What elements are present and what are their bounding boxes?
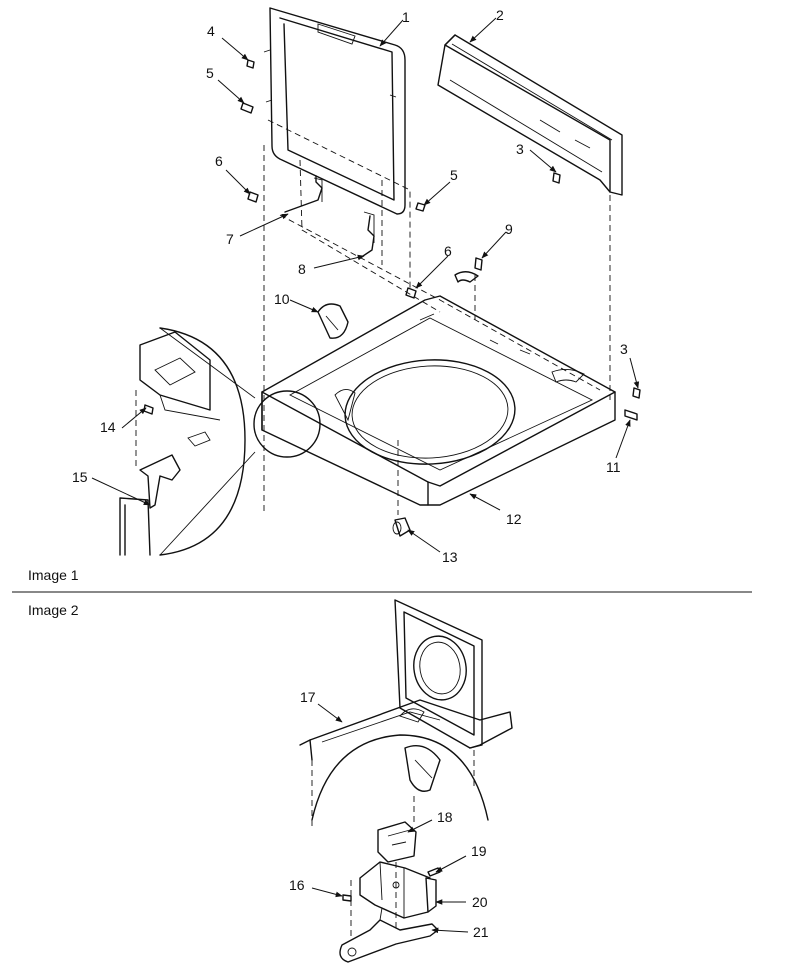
part-7-8-hinge-rods <box>284 175 375 259</box>
callout-9: 9 <box>505 221 513 237</box>
callout-15: 15 <box>72 469 88 485</box>
callout-18: 18 <box>437 809 453 825</box>
callout-14: 14 <box>100 419 116 435</box>
detail-magnifier <box>119 327 321 556</box>
callout-6b: 6 <box>444 243 452 259</box>
callout-16: 16 <box>289 877 305 893</box>
callout-5: 5 <box>206 65 214 81</box>
part-21-lever <box>339 907 439 963</box>
callout-10: 10 <box>274 291 290 307</box>
callout-12: 12 <box>506 511 522 527</box>
leader-lines <box>91 17 640 553</box>
leader-lines-2 <box>311 703 469 934</box>
callout-5b: 5 <box>450 167 458 183</box>
callout-7: 7 <box>226 231 234 247</box>
callout-20: 20 <box>472 894 488 910</box>
callout-8: 8 <box>298 261 306 277</box>
assembly-lines-2 <box>350 795 415 940</box>
image2-figure: Image 2 <box>28 599 513 963</box>
callout-4: 4 <box>207 23 215 39</box>
part-2-rear-panel <box>437 34 623 196</box>
detail-magnifier-2 <box>311 734 489 830</box>
callout-11: 11 <box>606 459 621 475</box>
part-17-washer-top <box>299 599 513 761</box>
part-9-10-11 <box>317 271 638 421</box>
callouts-image2: 17 18 19 16 20 21 <box>289 689 489 940</box>
fasteners <box>240 59 641 399</box>
image2-caption: Image 2 <box>28 602 79 618</box>
callout-2: 2 <box>496 7 504 23</box>
part-20-bracket <box>359 861 437 919</box>
callout-13: 13 <box>442 549 458 565</box>
part-18-switch <box>377 821 417 863</box>
part-13-foot <box>392 517 411 537</box>
part-1-lid-frame <box>263 7 406 215</box>
callout-3: 3 <box>516 141 524 157</box>
part-12-top-cabinet <box>261 295 616 506</box>
callouts-image1: 1 2 3 4 5 5 6 6 7 8 9 3 10 11 12 13 14 1… <box>72 7 628 565</box>
callout-19: 19 <box>471 843 487 859</box>
callout-21: 21 <box>473 924 489 940</box>
callout-1: 1 <box>402 9 410 25</box>
image1-caption: Image 1 <box>28 567 79 583</box>
assembly-lines <box>135 119 611 515</box>
callout-17: 17 <box>300 689 316 705</box>
image1-figure: 1 2 3 4 5 5 6 6 7 8 9 3 10 11 12 13 14 1… <box>28 7 641 583</box>
callout-3b: 3 <box>620 341 628 357</box>
callout-6: 6 <box>215 153 223 169</box>
